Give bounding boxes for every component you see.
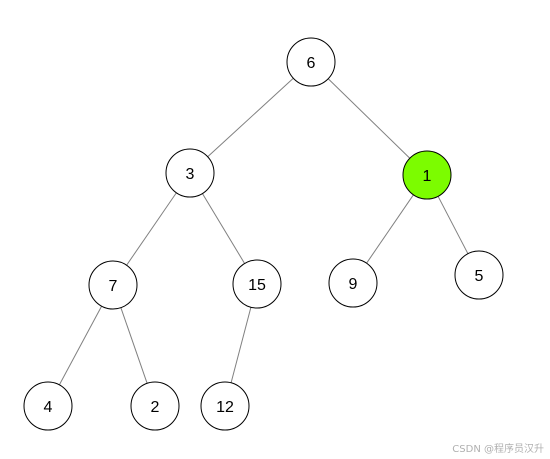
- edge-n7-n2: [120, 307, 148, 384]
- edge-n1-n5: [437, 196, 469, 254]
- edges-layer: [58, 77, 469, 386]
- edge-n1-n9: [366, 194, 414, 264]
- node-label: 6: [307, 55, 316, 72]
- tree-node-4: 4: [23, 381, 73, 431]
- node-circle: [88, 260, 138, 310]
- node-circle: [232, 259, 282, 309]
- node-circle: [165, 148, 215, 198]
- node-circle: [23, 381, 73, 431]
- node-label: 15: [248, 277, 266, 294]
- tree-node-7: 7: [88, 260, 138, 310]
- node-label: 1: [423, 168, 432, 185]
- edge-n15-n12: [230, 307, 252, 383]
- watermark: CSDN @程序员汉升: [452, 444, 544, 455]
- edge-n6-n3: [207, 77, 294, 158]
- node-circle: [130, 381, 180, 431]
- node-label: 12: [216, 399, 234, 416]
- node-label: 2: [151, 399, 160, 416]
- tree-node-1: 1: [402, 150, 452, 200]
- node-label: 4: [44, 399, 53, 416]
- tree-node-6: 6: [286, 37, 336, 87]
- tree-node-9: 9: [328, 258, 378, 308]
- edge-n3-n7: [126, 192, 177, 266]
- node-circle: [328, 258, 378, 308]
- node-label: 3: [186, 166, 195, 183]
- edge-n3-n15: [201, 193, 246, 264]
- node-label: 9: [349, 276, 358, 293]
- tree-node-3: 3: [165, 148, 215, 198]
- node-circle: [286, 37, 336, 87]
- tree-node-12: 12: [200, 381, 250, 431]
- edge-n7-n4: [58, 305, 103, 386]
- tree-node-2: 2: [130, 381, 180, 431]
- node-label: 5: [475, 268, 484, 285]
- edge-n6-n1: [327, 78, 411, 159]
- nodes-layer: 6 3 1 7 15 9 5 4 2 12: [23, 37, 504, 431]
- tree-node-15: 15: [232, 259, 282, 309]
- node-circle: [454, 250, 504, 300]
- tree-node-5: 5: [454, 250, 504, 300]
- highlighted-node-circle: [402, 150, 452, 200]
- node-label: 7: [109, 278, 118, 295]
- node-circle: [200, 381, 250, 431]
